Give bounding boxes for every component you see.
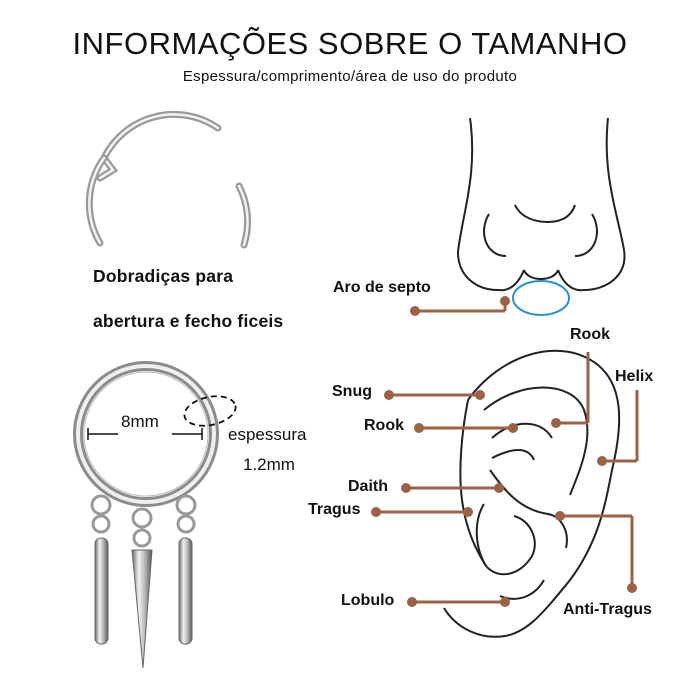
page-subtitle: Espessura/comprimento/área de uso do pro… bbox=[182, 68, 518, 85]
label-snug: Snug bbox=[332, 383, 372, 400]
label-rook-top: Rook bbox=[570, 326, 610, 343]
hinged-ring-icon bbox=[85, 110, 252, 249]
label-daith: Daith bbox=[348, 478, 388, 495]
diameter-label: 8mm bbox=[121, 412, 159, 431]
label-lobulo: Lobulo bbox=[341, 592, 395, 609]
nose-outline-icon bbox=[456, 117, 626, 292]
dangle-ring-icon bbox=[73, 361, 237, 669]
label-septum: Aro de septo bbox=[333, 279, 431, 296]
label-anti-tragus: Anti-Tragus bbox=[563, 601, 652, 618]
hinge-note-line1: Dobradiças para bbox=[93, 266, 234, 286]
thickness-label: espessura bbox=[228, 425, 307, 444]
leader-lines bbox=[371, 296, 639, 607]
septum-ring-icon bbox=[512, 280, 570, 316]
label-helix: Helix bbox=[615, 368, 654, 385]
label-tragus: Tragus bbox=[308, 501, 361, 518]
page-title: INFORMAÇÕES SOBRE O TAMANHO bbox=[72, 26, 628, 61]
hinge-note-line2: abertura e fecho ficeis bbox=[93, 311, 284, 331]
thickness-value: 1.2mm bbox=[243, 455, 295, 474]
label-rook-left: Rook bbox=[364, 417, 404, 434]
